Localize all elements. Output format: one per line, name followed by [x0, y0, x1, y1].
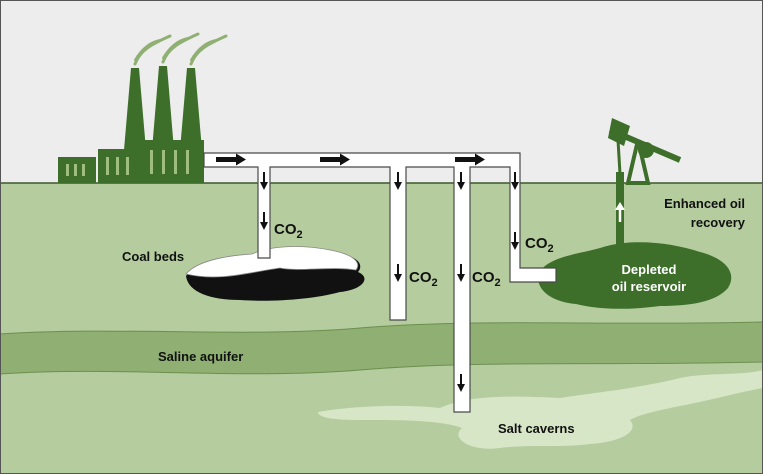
downward-flow-arrows [260, 172, 519, 392]
co2-label-coal: CO2 [274, 221, 303, 241]
smoke [133, 32, 228, 66]
co2-label-reservoir: CO2 [525, 235, 554, 255]
salt-caverns-label: Salt caverns [498, 421, 575, 436]
depleted-label-line2: oil reservoir [612, 279, 686, 294]
coal-bed-light [185, 246, 358, 278]
saline-aquifer-band [0, 321, 763, 375]
depleted-label-line1: Depleted [622, 262, 677, 277]
factory-windows [66, 150, 189, 176]
coal-beds-label: Coal beds [122, 249, 184, 264]
co2-label-aquifer: CO2 [409, 269, 438, 289]
enhanced-label-line1: Enhanced oil [664, 196, 745, 211]
pipelines [203, 152, 557, 413]
depleted-oil-reservoir [537, 242, 732, 309]
enhanced-label-line2: recovery [691, 215, 746, 230]
co2-label-caverns: CO2 [472, 269, 501, 289]
horizontal-flow-arrows [216, 153, 485, 166]
saline-aquifer-label: Saline aquifer [158, 349, 243, 364]
salt-caverns-region [318, 370, 763, 449]
enhanced-recovery-arrow [615, 202, 625, 222]
